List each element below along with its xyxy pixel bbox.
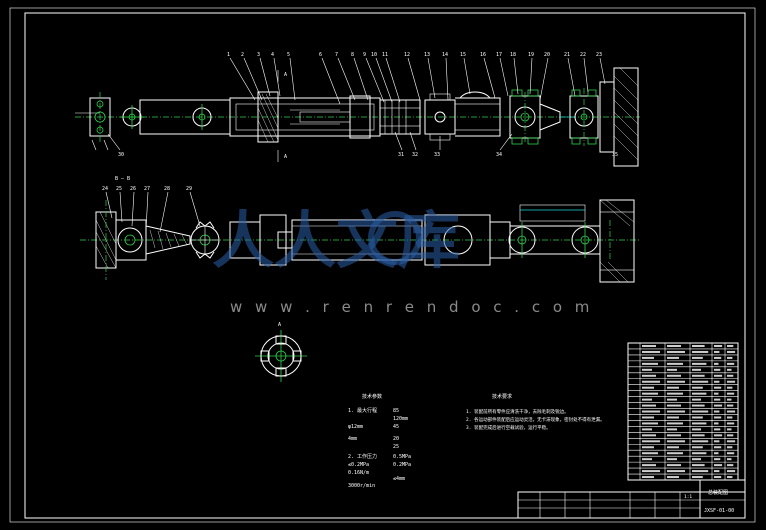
part-number: 21 (564, 52, 570, 58)
part-number: 13 (424, 52, 430, 58)
spec-row-label: 4mm (348, 436, 357, 442)
drawing-frame (9, 7, 756, 523)
part-number: 18 (510, 52, 516, 58)
part-number: 12 (404, 52, 410, 58)
section-label: B — B (115, 176, 130, 182)
section-mark-text: A (278, 322, 281, 328)
section-mark-right: A (284, 154, 287, 160)
part-number: 29 (186, 186, 192, 192)
part-number: 30 (118, 152, 124, 158)
part-number: 7 (335, 52, 338, 58)
right-end-unit (569, 67, 639, 167)
part-number: 1 (227, 52, 230, 58)
part-number: 9 (363, 52, 366, 58)
middle-part-labels: 24 25 26 27 28 29 (102, 186, 192, 192)
part-number: 23 (596, 52, 602, 58)
spec-row-label: 1. 最大行程 (348, 407, 377, 414)
spec-row-label: ≤0.2MPa (348, 462, 369, 468)
spec-row-label: 2. 工作压力 (348, 453, 377, 460)
part-number: 16 (480, 52, 486, 58)
part-number: 11 (382, 52, 388, 58)
part-number: 25 (116, 186, 122, 192)
main-cylinder-section (229, 91, 381, 143)
spec-row-value: 25 (393, 444, 399, 450)
part-number: 33 (434, 152, 440, 158)
part-number: 26 (130, 186, 136, 192)
part-number: 31 (398, 152, 404, 158)
spec-row-value: 85 (393, 408, 399, 414)
tech-requirements: 技术要求 1. 装配前所有零件应清洗干净，去除毛刺及锐边。 2. 各运动部件装配… (466, 393, 605, 431)
spec-row-value: 0.5MPa (393, 454, 411, 460)
part-number: 28 (164, 186, 170, 192)
spec-row-label: 3000r/min (348, 483, 375, 489)
part-number: 22 (580, 52, 586, 58)
spec-row-value: ≤4mm (393, 476, 405, 482)
watermark-url: w w w . r e n r e n d o c . c o m (230, 298, 593, 316)
part-number: 35 (612, 152, 618, 158)
parts-list-table (627, 342, 739, 481)
bottom-row-part-labels: 30 31 32 33 34 35 (118, 152, 618, 158)
tech-req-line: 2. 各运动部件装配后应运动灵活，无卡滞现象，密封处不得有泄漏。 (466, 416, 605, 423)
spec-row-value: 0.2MPa (393, 462, 411, 468)
left-gear-assembly (95, 200, 220, 280)
spec-row-label: 0.16N/m (348, 470, 369, 476)
middle-assembly-view: B — B 24 (80, 176, 640, 283)
part-number: 6 (319, 52, 322, 58)
spec-row-value: 20 (393, 436, 399, 442)
part-number: 20 (544, 52, 550, 58)
right-flange-set (509, 89, 575, 145)
watermark: 人人文库 w w w . r e n r e n d o c . c o m (212, 204, 593, 316)
cross-section-view: A (255, 322, 307, 382)
part-number: 4 (271, 52, 274, 58)
part-number: 10 (371, 52, 377, 58)
part-number: 2 (241, 52, 244, 58)
drawing-name: 总装配图 (708, 489, 728, 496)
part-number: 24 (102, 186, 108, 192)
part-number: 17 (496, 52, 502, 58)
top-leader-lines (107, 57, 606, 151)
part-number: 14 (442, 52, 448, 58)
tech-req-line: 3. 装配完成后进行空载试验，运行平稳。 (466, 424, 551, 431)
scale-value: 1:1 (684, 494, 692, 500)
spec-row-label: φ12mm (348, 424, 363, 430)
tech-req-heading: 技术要求 (492, 393, 512, 400)
extension-tube (454, 91, 501, 137)
spec-block: 技术参数 1. 最大行程 85 120mm φ12mm 45 4mm 20 25… (348, 393, 411, 489)
part-number: 15 (460, 52, 466, 58)
part-number: 8 (351, 52, 354, 58)
title-block: 总装配图 JXSF-01-00 1:1 (517, 479, 746, 519)
part-number: 27 (144, 186, 150, 192)
part-number: 32 (412, 152, 418, 158)
tech-req-line: 1. 装配前所有零件应清洗干净，去除毛刺及锐边。 (466, 408, 569, 415)
part-number: 19 (528, 52, 534, 58)
top-part-labels: 1 2 3 4 5 6 7 8 9 10 11 12 13 14 15 16 1… (227, 52, 602, 58)
spec-row-value: 120mm (393, 416, 408, 422)
drawing-number: JXSF-01-00 (704, 508, 734, 514)
watermark-text: 人人文库 (212, 204, 460, 277)
part-number: 5 (287, 52, 290, 58)
middle-right-section (508, 199, 635, 283)
middle-leader-lines (105, 191, 201, 233)
top-assembly-view: 1 2 3 4 5 6 7 8 9 10 11 12 13 14 15 16 1… (75, 52, 640, 167)
part-number: 34 (496, 152, 502, 158)
left-end-mount (89, 92, 111, 151)
spec-heading: 技术参数 (362, 393, 382, 400)
spec-row-value: 45 (393, 424, 399, 430)
part-number: 3 (257, 52, 260, 58)
section-mark-left: A (284, 72, 287, 78)
